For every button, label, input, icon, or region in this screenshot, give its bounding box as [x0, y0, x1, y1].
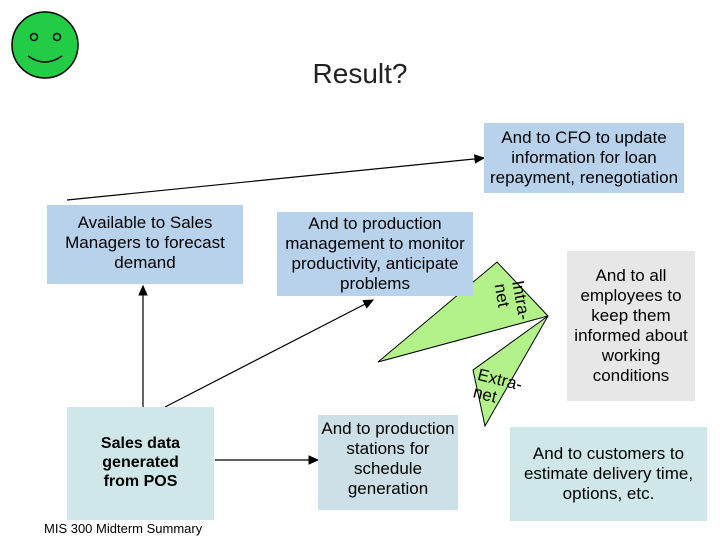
sales-data-box: Sales data generated from POS: [67, 407, 214, 520]
intranet-wedge: [377, 261, 549, 363]
arrow-pos-to-production-mgmt: [164, 299, 375, 408]
cfo-box: And to CFO to update information for loa…: [484, 123, 684, 193]
employees-box: And to all employees to keep them inform…: [567, 251, 695, 401]
customers-box: And to customers to estimate delivery ti…: [510, 427, 707, 521]
production-mgmt-box: And to production management to monitor …: [277, 212, 473, 296]
footer-text: MIS 300 Midterm Summary: [44, 521, 203, 536]
extranet-wedge: [472, 315, 549, 428]
intranet-label: Intra- net: [491, 279, 534, 324]
cfo-box-text: And to CFO to update information for loa…: [489, 127, 679, 188]
sales-managers-box: Available to Sales Managers to forecast …: [47, 205, 243, 284]
page-title: Result?: [312, 58, 408, 89]
arrow-pos-to-cfo: [66, 154, 486, 201]
employees-box-text: And to all employees to keep them inform…: [574, 265, 688, 386]
production-stations-box-text: And to production stations for schedule …: [321, 419, 455, 499]
production-stations-box: And to production stations for schedule …: [318, 415, 458, 510]
production-mgmt-box-text: And to production management to monitor …: [285, 213, 465, 294]
customers-box-text: And to customers to estimate delivery ti…: [523, 443, 694, 504]
sales-data-box-text: Sales data generated from POS: [100, 435, 181, 490]
sales-managers-box-text: Available to Sales Managers to forecast …: [65, 213, 225, 273]
smiley-icon: [11, 11, 79, 79]
